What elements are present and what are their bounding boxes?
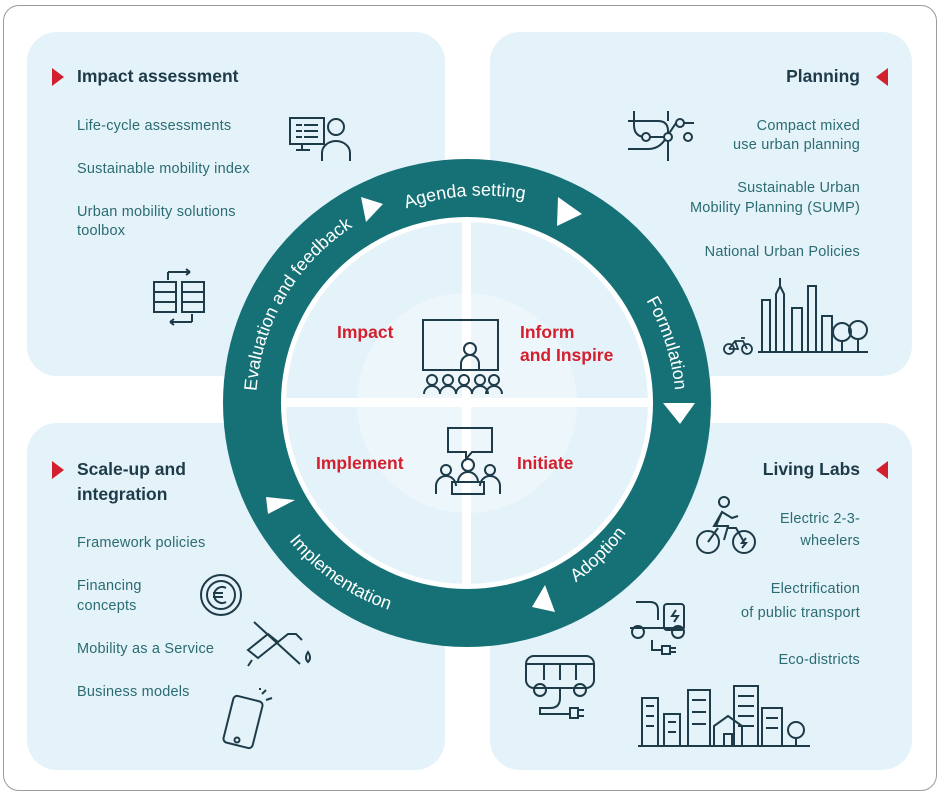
panel-item: Electric 2-3-	[780, 511, 860, 527]
panel-item: toolbox	[77, 223, 126, 239]
living-labs-title: Living Labs	[762, 459, 860, 479]
impact-assessment-title: Impact assessment	[77, 66, 239, 86]
panel-item: concepts	[77, 598, 137, 614]
electric-bus-icon	[522, 650, 602, 720]
center-implement: Implement	[316, 453, 404, 473]
red-pointer-marker	[52, 461, 64, 479]
panel-item: Electrification	[770, 581, 860, 597]
server-sync-icon	[152, 268, 208, 326]
panel-item: Mobility as a Service	[77, 641, 215, 657]
planning-title: Planning	[786, 66, 860, 86]
presenter-screen-icon	[422, 319, 503, 395]
panel-item: use urban planning	[733, 137, 860, 153]
panel-item: Mobility Planning (SUMP)	[690, 200, 860, 216]
panel-item: Business models	[77, 684, 190, 700]
red-pointer-marker	[876, 68, 888, 86]
cyclist-icon	[696, 494, 758, 558]
computer-user-icon	[288, 115, 356, 165]
panel-item: Urban mobility solutions	[77, 204, 236, 220]
red-pointer-marker	[876, 461, 888, 479]
panel-item: Financing	[77, 578, 142, 594]
cycle-arrow	[532, 585, 555, 612]
center-inform-line2: and Inspire	[520, 345, 614, 365]
panel-item: Life-cycle assessments	[77, 118, 232, 134]
cycle-arrow	[557, 197, 582, 226]
panel-item: Sustainable mobility index	[77, 161, 250, 177]
panel-item: National Urban Policies	[704, 244, 860, 260]
panel-item: Sustainable Urban	[737, 180, 860, 196]
center-inform-line1: Inform	[520, 322, 575, 342]
euro-coin-icon	[198, 572, 244, 618]
panel-item: Eco-districts	[778, 652, 860, 668]
eco-district-icon	[638, 684, 810, 750]
fuel-pump-crossed-icon	[244, 616, 316, 668]
smartphone-icon	[218, 688, 278, 750]
cycle-arrow	[663, 403, 695, 424]
bicycle-icon	[722, 336, 754, 356]
scale-up-title-line2: integration	[77, 484, 168, 504]
cycle-arrow	[266, 497, 295, 514]
transit-map-icon	[626, 109, 696, 165]
electric-scooter-icon	[626, 594, 694, 658]
red-pointer-marker	[52, 68, 64, 86]
center-initiate: Initiate	[517, 453, 574, 473]
scale-up-title-line1: Scale-up and	[77, 459, 186, 479]
city-skyline-icon	[758, 276, 868, 356]
panel-item: Compact mixed	[756, 118, 860, 134]
meeting-chat-icon	[435, 427, 501, 495]
panel-item: of public transport	[740, 605, 860, 621]
panel-item: Framework policies	[77, 535, 206, 551]
center-impact: Impact	[337, 322, 394, 342]
cycle-arrow	[361, 197, 383, 222]
panel-item: wheelers	[800, 533, 860, 549]
